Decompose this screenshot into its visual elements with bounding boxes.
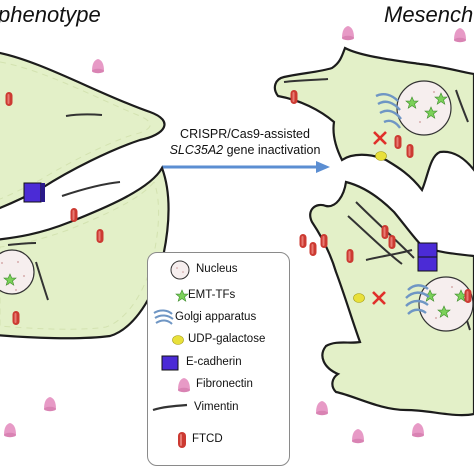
e-cadherin-junction-right (417, 242, 438, 272)
legend-item-emt-tfs: EMT-TFs (148, 286, 291, 306)
legend-item-vimentin: Vimentin (148, 398, 291, 418)
nucleus-right-upper (396, 80, 452, 136)
legend-label: E-cadherin (186, 356, 242, 368)
legend-item-golgi: Golgi apparatus (148, 308, 291, 328)
legend-item-ftcd: FTCD (148, 430, 291, 450)
gene-name: SLC35A2 (169, 143, 224, 157)
legend-label: FTCD (192, 433, 223, 445)
ftcd-icon (178, 432, 186, 448)
legend-item-e-cadherin: E-cadherin (148, 353, 291, 373)
arrow-label-line2: SLC35A2 gene inactivation (160, 143, 330, 158)
emt-tf-star-icon (175, 289, 189, 302)
title-mesenchymal-phenotype: Mesench (384, 2, 474, 27)
nucleus-left (0, 249, 35, 295)
golgi-apparatus-right-lower (405, 284, 430, 315)
legend-item-fibronectin: Fibronectin (148, 375, 291, 395)
legend-item-nucleus: Nucleus (148, 260, 291, 280)
nucleus-right-lower (418, 276, 474, 332)
golgi-apparatus-right-upper (375, 93, 402, 129)
legend-label: UDP-galactose (188, 333, 266, 345)
udp-galactose-icon (172, 335, 184, 345)
nucleus-icon (170, 260, 190, 280)
arrow-label-line1: CRISPR/Cas9-assisted (180, 127, 310, 141)
title-epithelial-phenotype: phenotype (0, 2, 101, 27)
legend-label: Vimentin (194, 401, 239, 413)
fibronectin-icon (178, 378, 190, 393)
arrow-crispr (162, 161, 330, 173)
udp-block-right-upper (373, 131, 387, 161)
vimentin-filaments-left (7, 113, 121, 301)
udp-block-right-lower (353, 291, 386, 305)
legend-label: Golgi apparatus (175, 311, 257, 323)
legend-box: Nucleus EMT-TFs Golgi apparatus UDP-gala… (147, 252, 290, 466)
vimentin-icon (152, 403, 188, 412)
legend-item-udp-galactose: UDP-galactose (148, 330, 291, 350)
legend-label: Nucleus (196, 263, 238, 275)
e-cadherin-junction-left (23, 182, 45, 203)
gene-action: gene inactivation (223, 143, 321, 157)
golgi-apparatus-icon (153, 309, 174, 325)
e-cadherin-icon (161, 355, 179, 371)
legend-label: Fibronectin (196, 378, 253, 390)
legend-label: EMT-TFs (188, 289, 236, 301)
